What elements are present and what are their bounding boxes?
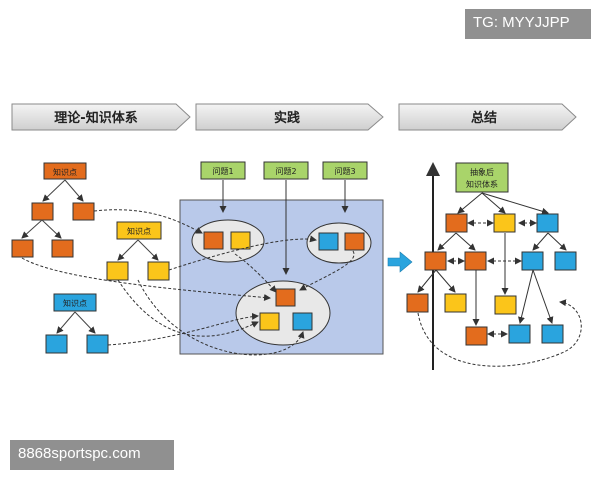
orange-node [203,231,224,250]
yellow-node [230,231,251,250]
blue-node [318,232,339,251]
abstract-knowledge-label [455,162,509,193]
theory-practice-links [21,209,355,356]
yellow-node [147,261,170,281]
watermark-bottom: 8868sportspc.com [10,440,174,470]
solution-group-1 [191,219,265,263]
theory-section [11,162,170,354]
watermark-top: TG: MYYJJPP [465,9,591,39]
problem-1-label [200,161,246,180]
practice-header-label: 实践 [274,110,300,126]
orange-node [464,251,487,271]
blue-node [86,334,109,354]
orange-node [275,288,296,307]
transition-arrow [387,251,413,273]
yellow-node [494,295,517,315]
blue-node [292,312,313,331]
summary-header-label: 总结 [471,110,497,126]
knowledge-label-blue [53,293,97,312]
blue-node [45,334,68,354]
orange-node [11,239,34,258]
problem-3-label [322,161,368,180]
knowledge-label-text: 知识点 [63,298,87,308]
knowledge-label-text: 知识点 [53,167,77,177]
blue-node [508,324,531,344]
orange-node [344,232,365,251]
orange-node [424,251,447,271]
blue-node [521,251,544,271]
orange-node [465,326,488,346]
blue-node [554,251,577,271]
theory-header-arrow [11,103,191,131]
abstract-label-line2: 知识体系 [466,179,498,189]
problem-3-text: 问题3 [334,167,355,176]
theory-header-label: 理论-知识体系 [54,110,137,126]
knowledge-label-text: 知识点 [127,226,151,236]
blue-node [536,213,559,233]
orange-node [31,202,54,221]
summary-dashed-links [417,219,582,367]
yellow-node [444,293,467,313]
orange-node [72,202,95,221]
yellow-node [106,261,129,281]
orange-node [445,213,468,233]
blue-node [541,324,564,344]
knowledge-label-yellow [116,221,162,240]
summary-header-arrow [398,103,577,131]
orange-node [406,293,429,313]
problem-2-text: 问题2 [275,167,296,176]
abstract-label-line1: 抽象后 [470,167,494,177]
practice-header-arrow [195,103,384,131]
problem-2-label [263,161,309,180]
orange-node [51,239,74,258]
yellow-node [259,312,280,331]
knowledge-label-orange [43,162,87,180]
problem-1-text: 问题1 [212,167,233,176]
yellow-node [493,213,516,233]
